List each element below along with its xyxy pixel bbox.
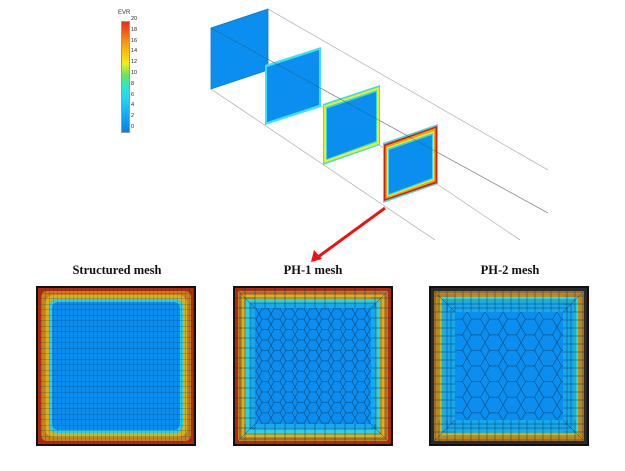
ph2-mesh-title: PH-2 mesh xyxy=(480,263,540,277)
duct-schematic xyxy=(210,8,549,262)
plane-2 xyxy=(265,47,321,125)
structured-mesh-image xyxy=(36,286,196,446)
ph1-mesh-image xyxy=(233,286,393,446)
plane-4 xyxy=(383,124,438,203)
colorbar xyxy=(121,21,130,133)
tick-label: 16 xyxy=(131,37,138,44)
ph1-mesh-title: PH-1 mesh xyxy=(283,263,343,277)
tick-label: 18 xyxy=(131,26,138,33)
tick-label: 8 xyxy=(131,80,135,87)
tick-label: 2 xyxy=(131,113,135,120)
tick-label: 14 xyxy=(131,48,138,55)
tick-label: 4 xyxy=(131,102,135,109)
tick-label: 6 xyxy=(131,91,135,98)
tick-label: 10 xyxy=(131,70,138,76)
arrow-icon xyxy=(311,206,386,262)
plane-1 xyxy=(210,8,269,90)
ph2-mesh-image xyxy=(429,286,589,446)
structured-mesh-title: Structured mesh xyxy=(72,263,162,277)
colorbar-ticks: 20 18 16 14 12 10 8 6 4 2 0 xyxy=(131,16,151,133)
legend-title: EVR xyxy=(118,10,131,16)
tick-label: 0 xyxy=(131,124,135,130)
plane-3 xyxy=(323,85,380,165)
tick-label: 12 xyxy=(131,59,138,66)
tick-label: 20 xyxy=(131,16,138,22)
